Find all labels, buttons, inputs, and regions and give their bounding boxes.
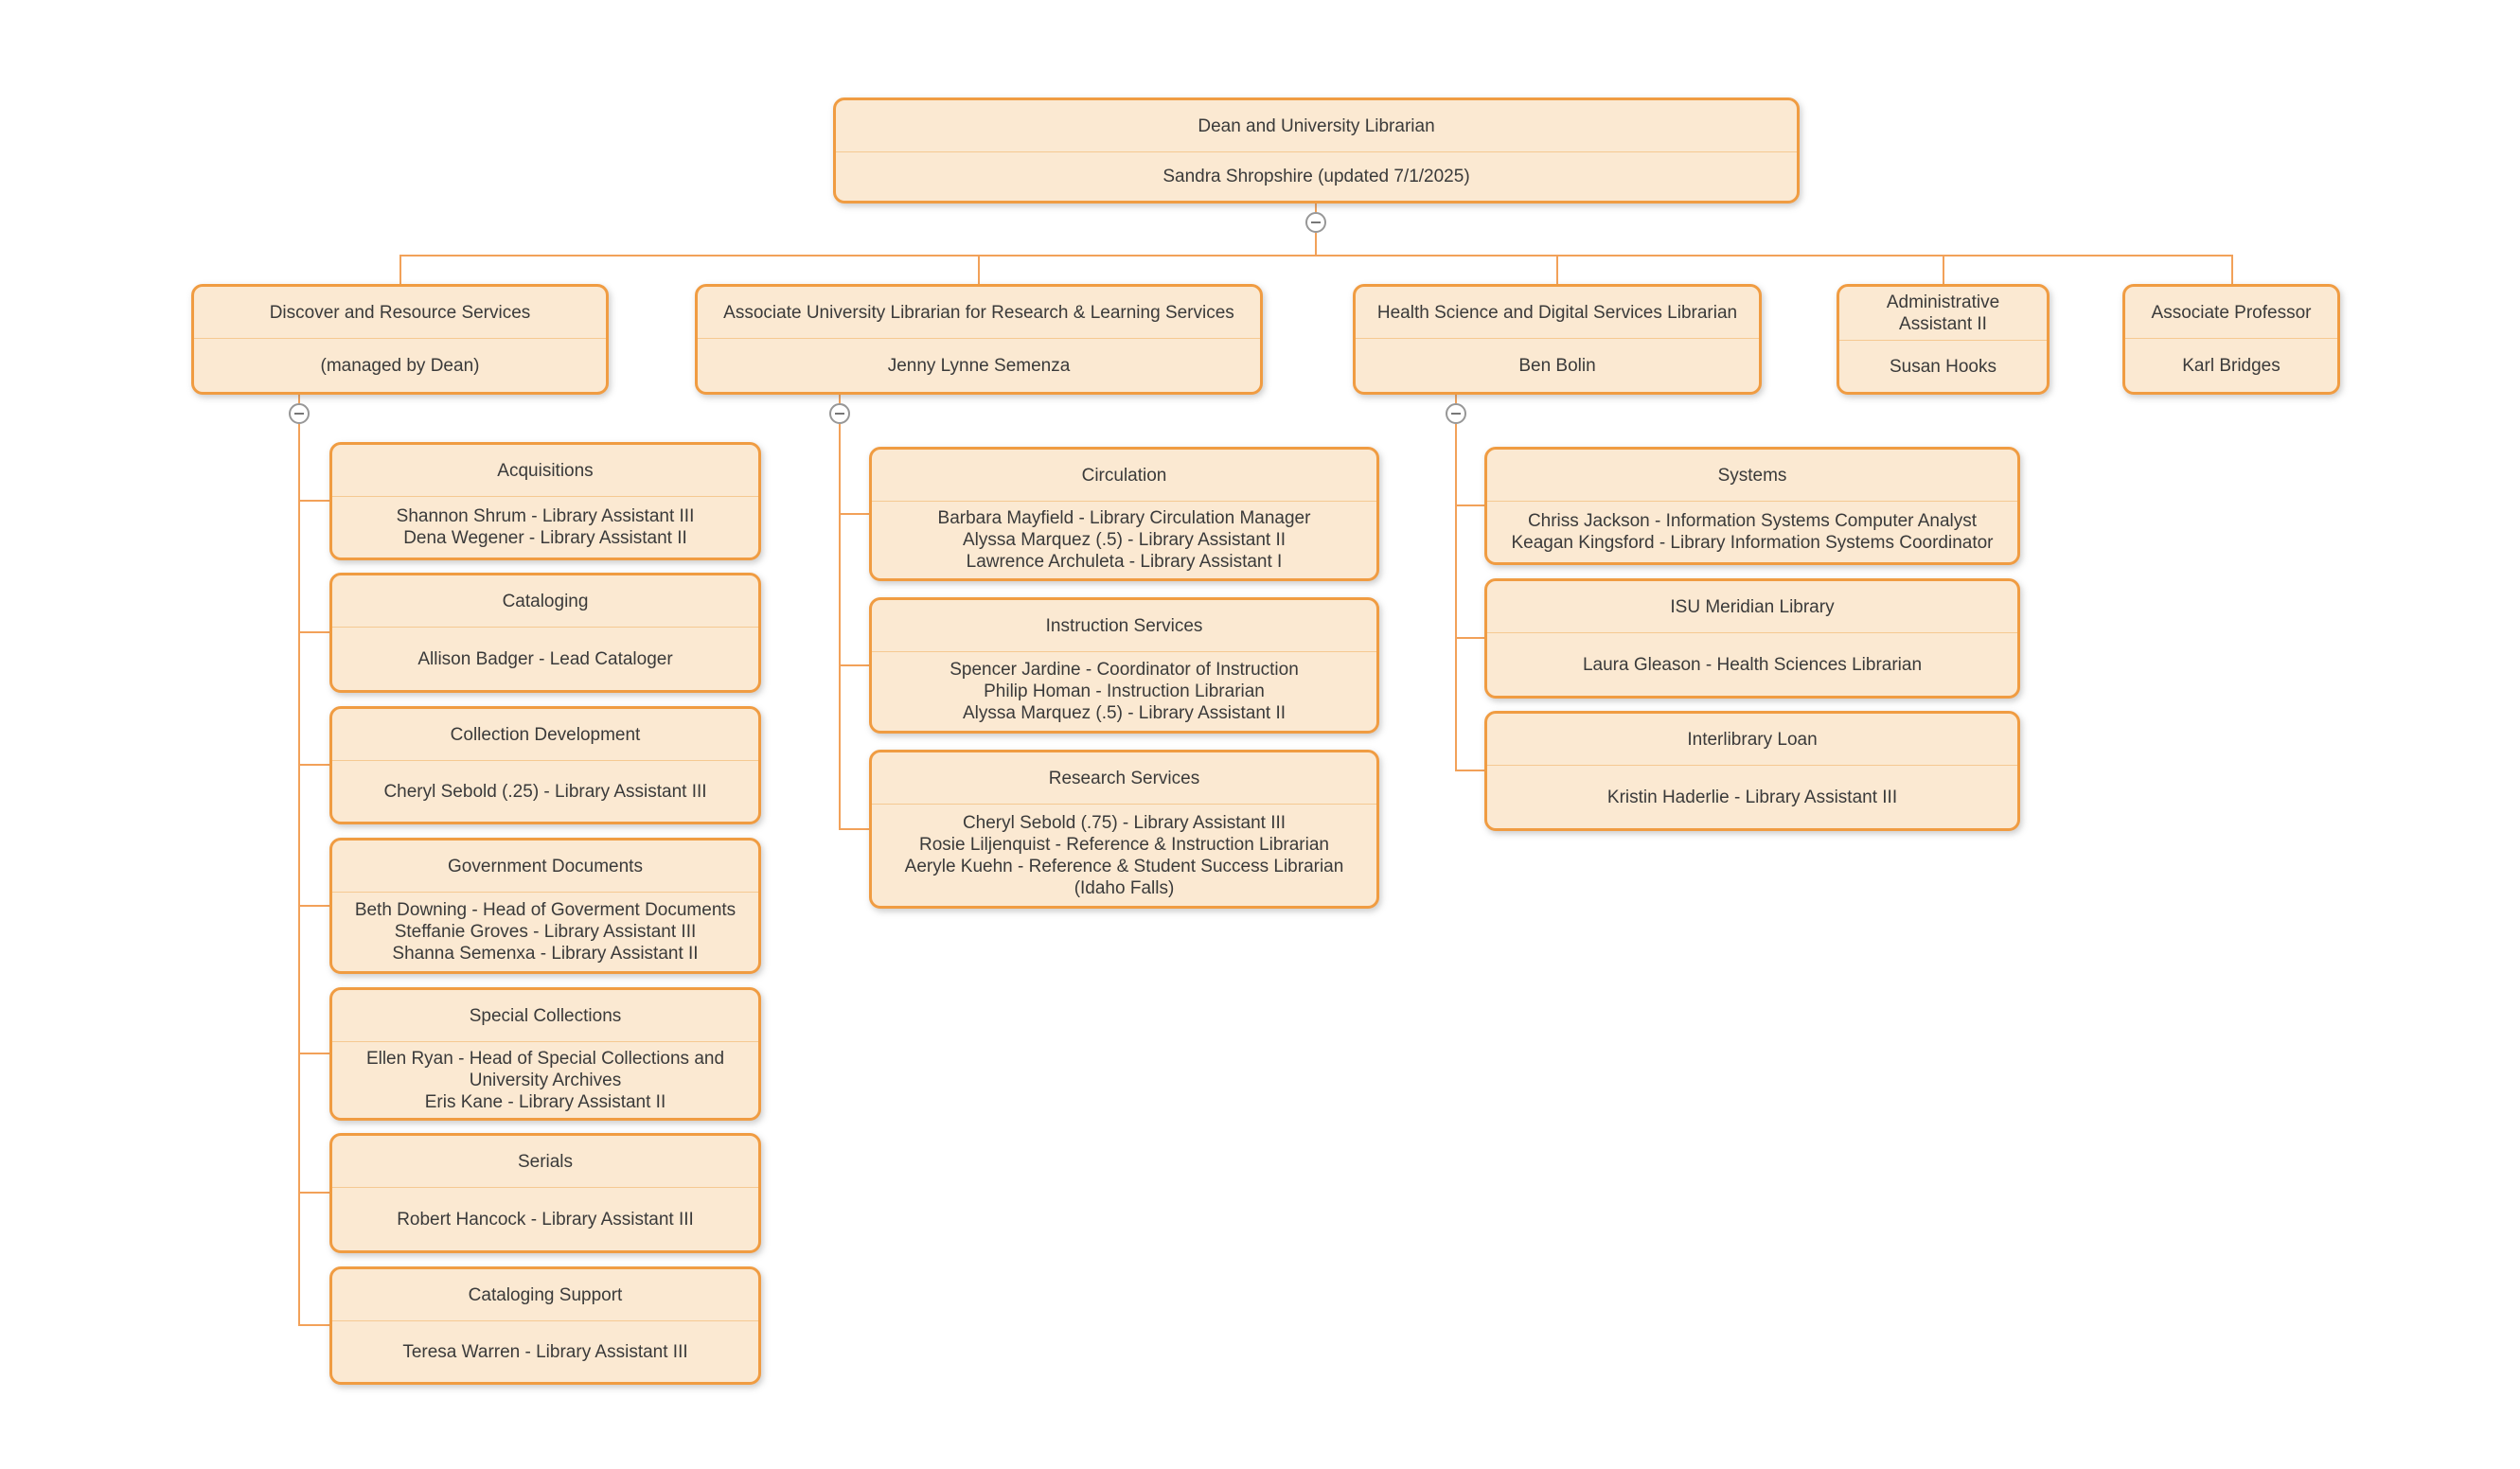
connector xyxy=(839,395,841,403)
connector xyxy=(839,513,869,515)
connector xyxy=(2231,255,2233,285)
node-body: Cheryl Sebold (.25) - Library Assistant … xyxy=(332,760,758,822)
connector xyxy=(839,424,841,830)
node-title: Acquisitions xyxy=(497,460,594,481)
node-body: Shannon Shrum - Library Assistant III De… xyxy=(332,496,758,558)
node-title: Cataloging Support xyxy=(468,1284,623,1305)
connector xyxy=(298,905,329,907)
connector xyxy=(298,1192,329,1194)
node-title: Associate Professor xyxy=(2151,302,2312,323)
connector xyxy=(1315,204,1317,212)
node-title: Systems xyxy=(1717,465,1787,486)
node-interlibrary-loan[interactable]: Interlibrary Loan Kristin Haderlie - Lib… xyxy=(1484,711,2020,831)
node-body: Ellen Ryan - Head of Special Collections… xyxy=(332,1041,758,1118)
node-government-documents[interactable]: Government Documents Beth Downing - Head… xyxy=(329,838,761,974)
node-title: Instruction Services xyxy=(1045,615,1203,636)
connector xyxy=(298,395,300,403)
node-body: Jenny Lynne Semenza xyxy=(698,338,1260,392)
node-collection-development[interactable]: Collection Development Cheryl Sebold (.2… xyxy=(329,706,761,824)
connector xyxy=(978,255,980,285)
connector xyxy=(1455,504,1484,506)
connector xyxy=(399,255,401,285)
node-body: Karl Bridges xyxy=(2125,338,2337,392)
connector xyxy=(298,1053,329,1054)
node-serials[interactable]: Serials Robert Hancock - Library Assista… xyxy=(329,1133,761,1253)
connector xyxy=(298,424,300,1326)
node-cataloging-support[interactable]: Cataloging Support Teresa Warren - Libra… xyxy=(329,1266,761,1385)
node-title: Special Collections xyxy=(469,1005,622,1026)
node-title: Discover and Resource Services xyxy=(269,302,531,323)
node-title: Health Science and Digital Services Libr… xyxy=(1376,302,1738,323)
node-title: Cataloging xyxy=(502,591,589,611)
node-isu-meridian-library[interactable]: ISU Meridian Library Laura Gleason - Hea… xyxy=(1484,578,2020,699)
node-cataloging[interactable]: Cataloging Allison Badger - Lead Catalog… xyxy=(329,573,761,693)
connector xyxy=(1455,395,1457,403)
node-title: Circulation xyxy=(1081,465,1167,486)
node-title: Administrative Assistant II xyxy=(1886,292,2000,334)
node-associate-university-librarian[interactable]: Associate University Librarian for Resea… xyxy=(695,284,1263,395)
node-body: Kristin Haderlie - Library Assistant III xyxy=(1487,765,2017,828)
node-body: Chriss Jackson - Information Systems Com… xyxy=(1487,501,2017,562)
node-title: Associate University Librarian for Resea… xyxy=(723,302,1234,323)
connector xyxy=(1943,255,1944,285)
node-title: Government Documents xyxy=(448,856,643,876)
node-special-collections[interactable]: Special Collections Ellen Ryan - Head of… xyxy=(329,987,761,1121)
collapse-toggle-discover-icon[interactable] xyxy=(289,403,310,424)
node-title: Collection Development xyxy=(450,724,641,745)
node-dean[interactable]: Dean and University Librarian Sandra Shr… xyxy=(833,97,1800,204)
connector xyxy=(1455,637,1484,639)
node-administrative-assistant[interactable]: Administrative Assistant II Susan Hooks xyxy=(1837,284,2050,395)
node-title: Interlibrary Loan xyxy=(1687,729,1818,750)
collapse-toggle-health-icon[interactable] xyxy=(1446,403,1466,424)
node-circulation[interactable]: Circulation Barbara Mayfield - Library C… xyxy=(869,447,1379,581)
collapse-toggle-research-icon[interactable] xyxy=(829,403,850,424)
collapse-toggle-dean-icon[interactable] xyxy=(1305,212,1326,233)
node-body: Beth Downing - Head of Goverment Documen… xyxy=(332,892,758,971)
connector xyxy=(298,500,329,502)
node-title: Serials xyxy=(517,1151,574,1172)
node-acquisitions[interactable]: Acquisitions Shannon Shrum - Library Ass… xyxy=(329,442,761,560)
connector xyxy=(1455,424,1457,771)
connector xyxy=(1455,770,1484,771)
connector xyxy=(298,631,329,633)
node-title: Research Services xyxy=(1048,768,1200,788)
node-health-science-librarian[interactable]: Health Science and Digital Services Libr… xyxy=(1353,284,1762,395)
node-title: ISU Meridian Library xyxy=(1670,596,1835,617)
connector xyxy=(839,664,869,666)
node-instruction-services[interactable]: Instruction Services Spencer Jardine - C… xyxy=(869,597,1379,734)
node-research-services[interactable]: Research Services Cheryl Sebold (.75) - … xyxy=(869,750,1379,909)
node-body: Susan Hooks xyxy=(1839,340,2047,392)
node-title: Dean and University Librarian xyxy=(1198,115,1435,136)
connector xyxy=(839,828,869,830)
connector xyxy=(298,1324,329,1326)
connector xyxy=(1556,255,1558,285)
node-associate-professor[interactable]: Associate Professor Karl Bridges xyxy=(2122,284,2340,395)
node-body: Spencer Jardine - Coordinator of Instruc… xyxy=(872,651,1376,731)
node-body: Cheryl Sebold (.75) - Library Assistant … xyxy=(872,804,1376,906)
connector xyxy=(1315,233,1317,257)
connector xyxy=(399,255,2233,257)
connector xyxy=(298,764,329,766)
node-body: Sandra Shropshire (updated 7/1/2025) xyxy=(836,151,1797,201)
node-discover-resource-services[interactable]: Discover and Resource Services (managed … xyxy=(191,284,609,395)
node-body: Robert Hancock - Library Assistant III xyxy=(332,1187,758,1250)
node-body: (managed by Dean) xyxy=(194,338,606,392)
node-body: Barbara Mayfield - Library Circulation M… xyxy=(872,501,1376,578)
node-body: Ben Bolin xyxy=(1356,338,1759,392)
node-body: Teresa Warren - Library Assistant III xyxy=(332,1320,758,1382)
node-body: Laura Gleason - Health Sciences Libraria… xyxy=(1487,632,2017,696)
node-body: Allison Badger - Lead Cataloger xyxy=(332,627,758,690)
node-systems[interactable]: Systems Chriss Jackson - Information Sys… xyxy=(1484,447,2020,565)
